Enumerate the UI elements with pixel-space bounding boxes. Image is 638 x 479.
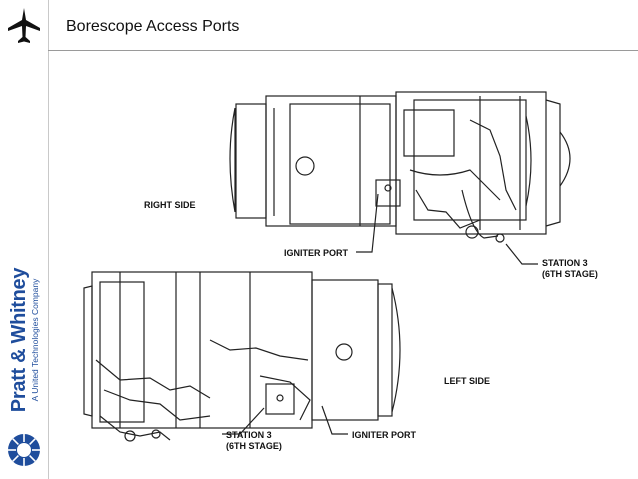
engine-left-side (83, 271, 401, 442)
label-igniter-port-bottom: IGNITER PORT (352, 430, 417, 440)
leader-station-top (505, 243, 538, 265)
label-right-side: RIGHT SIDE (144, 200, 196, 210)
label-station-bottom-2: (6TH STAGE) (226, 441, 282, 451)
slide-title: Borescope Access Ports (66, 18, 240, 35)
airplane-icon (8, 8, 40, 43)
label-station-top-1: STATION 3 (542, 258, 588, 268)
brand-tagline: A United Technologies Company (30, 278, 40, 402)
label-igniter-port-top: IGNITER PORT (284, 248, 349, 258)
brand-sidebar: Pratt & Whitney A United Technologies Co… (0, 0, 49, 479)
engine-diagram: RIGHT SIDE IGNITER PORT STATION 3 (6TH S… (83, 91, 598, 451)
engine-right-side (229, 91, 571, 243)
leader-station-bottom (222, 407, 265, 435)
label-left-side: LEFT SIDE (444, 376, 490, 386)
label-station-bottom-1: STATION 3 (226, 430, 272, 440)
header-divider (48, 50, 638, 51)
brand-wordmark: Pratt & Whitney A United Technologies Co… (8, 255, 40, 425)
brand-vertical: Pratt & Whitney A United Technologies Co… (0, 250, 48, 430)
pratt-whitney-logo (8, 434, 40, 466)
leader-igniter-top (356, 193, 379, 253)
slide-header: Borescope Access Ports (48, 0, 638, 52)
leader-igniter-bottom (321, 405, 348, 435)
brand-name: Pratt & Whitney (8, 267, 30, 413)
label-station-top-2: (6TH STAGE) (542, 269, 598, 279)
